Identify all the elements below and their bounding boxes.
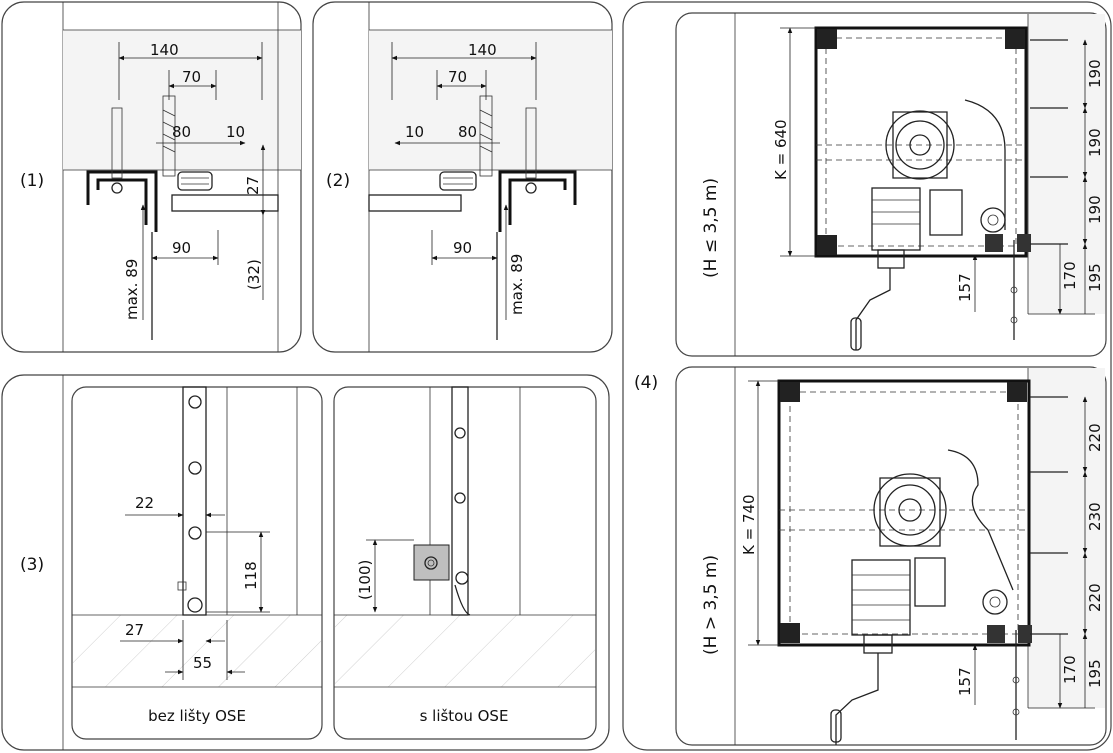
dim-55: 55 <box>193 654 212 672</box>
dim-80: 80 <box>172 123 191 141</box>
section-label-3: (3) <box>20 555 44 575</box>
dim-70-p2: 70 <box>448 68 467 86</box>
dim-max-89-p2: max. 89 <box>508 254 526 315</box>
wall-anchors-top <box>1030 39 1068 245</box>
dim-90: 90 <box>172 239 191 257</box>
dim-140: 140 <box>150 41 179 59</box>
section-label-4: (4) <box>634 373 658 393</box>
section-label-2: (2) <box>326 171 350 191</box>
guide-rail <box>171 194 279 212</box>
dim-140-p2: 140 <box>468 41 497 59</box>
gear-motor <box>885 110 955 180</box>
caption-without-ose: bez lišty OSE <box>148 707 246 725</box>
dim-top-157: 157 <box>956 273 974 302</box>
panel-3: (3) 22 118 27 55 bez lišty OSE <box>1 374 610 751</box>
k-740: K = 740 <box>740 494 758 555</box>
rail-clip <box>177 171 213 191</box>
dim-10: 10 <box>226 123 245 141</box>
dim-10-p2: 10 <box>405 123 424 141</box>
panel-1: 140 70 80 10 27 90 (32) max. 89 (1) <box>1 1 302 353</box>
dim-bottom-220-a: 220 <box>1086 423 1104 452</box>
dim-top-190-a: 190 <box>1086 59 1104 88</box>
guide-rail-2 <box>368 194 462 212</box>
dim-bottom-230: 230 <box>1086 502 1104 531</box>
panel-4: (4) <box>622 1 1112 751</box>
hand-crank-2 <box>835 653 879 745</box>
dim-bottom-157: 157 <box>956 667 974 696</box>
dim-top-170: 170 <box>1061 261 1079 290</box>
condition-h-le-3-5: (H ≤ 3,5 m) <box>701 178 721 278</box>
section-label-1: (1) <box>20 171 44 191</box>
housing-top <box>814 26 1028 258</box>
k-640: K = 640 <box>772 119 790 180</box>
ose-strip-block <box>413 544 450 581</box>
anchor-bolt <box>111 107 123 179</box>
condition-h-gt-3-5: (H > 3,5 m) <box>701 555 721 655</box>
dim-118: 118 <box>242 561 260 590</box>
dim-22: 22 <box>135 494 154 512</box>
dim-90-p2: 90 <box>453 239 472 257</box>
housing-bottom <box>777 379 1031 647</box>
c-profile-2 <box>498 170 577 232</box>
drive-unit-bottom: 220 230 220 195 170 157 K = 740 (H > 3,5… <box>675 366 1107 746</box>
dim-top-190-c: 190 <box>1086 195 1104 224</box>
hand-crank <box>855 268 891 350</box>
dim-top-195: 195 <box>1086 263 1104 292</box>
subpanel-h-gt-3-5 <box>675 366 1107 746</box>
dim-bottom-170: 170 <box>1061 655 1079 684</box>
wall-anchors-bottom <box>1030 396 1068 635</box>
caption-with-ose: s lištou OSE <box>420 707 509 725</box>
dim-70: 70 <box>182 68 201 86</box>
dim-27: 27 <box>244 176 262 195</box>
curtain-slats <box>182 386 207 616</box>
dim-32: (32) <box>245 259 263 290</box>
subpanel-h-le-3-5 <box>675 12 1107 357</box>
dim-100: (100) <box>356 560 374 600</box>
dim-27-p3: 27 <box>125 621 144 639</box>
dim-top-190-b: 190 <box>1086 128 1104 157</box>
panel-2: 140 70 10 80 90 max. 89 (2) <box>312 1 613 353</box>
dim-bottom-220-b: 220 <box>1086 583 1104 612</box>
dim-max-89: max. 89 <box>123 259 141 320</box>
dim-80-p2: 80 <box>458 123 477 141</box>
drive-unit-top: 190 190 190 195 170 157 K = 640 (H ≤ 3,5… <box>675 12 1107 357</box>
dim-bottom-195: 195 <box>1086 659 1104 688</box>
